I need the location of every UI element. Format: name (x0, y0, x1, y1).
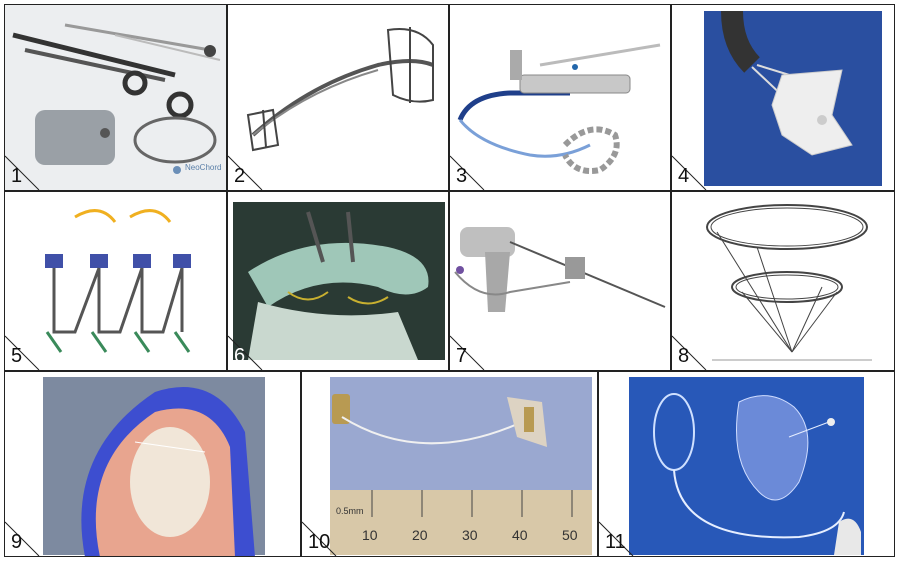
panel-7-label: 7 (456, 345, 468, 367)
handheld-tool-image (454, 227, 666, 312)
panel-6: 6 (227, 191, 449, 371)
panel-9-label: 9 (11, 531, 23, 553)
panel-11: 11 (598, 371, 895, 557)
panel-3-label: 3 (456, 165, 468, 187)
ruler-tick-label: 50 (562, 527, 578, 543)
delivery-handle-image (457, 43, 661, 174)
wire-cage-device-image (246, 27, 434, 152)
panel-8-label: 8 (678, 345, 690, 367)
panel-4: 4 (671, 4, 895, 191)
panel-10-label: 10 (308, 531, 331, 553)
panel-8: 8 (671, 191, 895, 371)
panel-9: 9 (4, 371, 301, 557)
ruler-tick-label: 10 (362, 527, 378, 543)
panel-1-label: 1 (11, 165, 23, 187)
panel-4-label: 4 (678, 165, 690, 187)
panel-5: 5 (4, 191, 227, 371)
panel-11-label: 11 (605, 531, 626, 553)
valve-ring-photo (233, 202, 445, 360)
panel-5-label: 5 (11, 345, 23, 367)
neochord-device-image (5, 5, 226, 190)
panel-3: 3 (449, 4, 671, 191)
panel-1: NeoChord 1 (4, 4, 227, 191)
panel-6-label: 6 (234, 345, 246, 367)
panel-2: 2 (227, 4, 449, 191)
ruler-tick-label: 30 (462, 527, 478, 543)
ruler-tick-label: 20 (412, 527, 428, 543)
panel-2-label: 2 (234, 165, 246, 187)
anchors-ruler-photo (330, 377, 592, 555)
leaflet-illustration (43, 377, 265, 556)
ring-patent-drawing (706, 204, 872, 361)
ruler-tick-label: 40 (512, 527, 528, 543)
heart-catheter-image (629, 377, 864, 555)
catheter-valve-image (704, 10, 882, 186)
ruler-tick-labels: 10 20 30 40 50 (357, 527, 597, 547)
neochord-logo-text: NeoChord (185, 163, 222, 172)
ruler-unit-label: 0.5mm (336, 506, 364, 516)
screw-anchors-image (45, 209, 191, 353)
panel-7: 7 (449, 191, 671, 371)
panel-10: 0.5mm 10 20 30 40 50 10 (301, 371, 598, 557)
